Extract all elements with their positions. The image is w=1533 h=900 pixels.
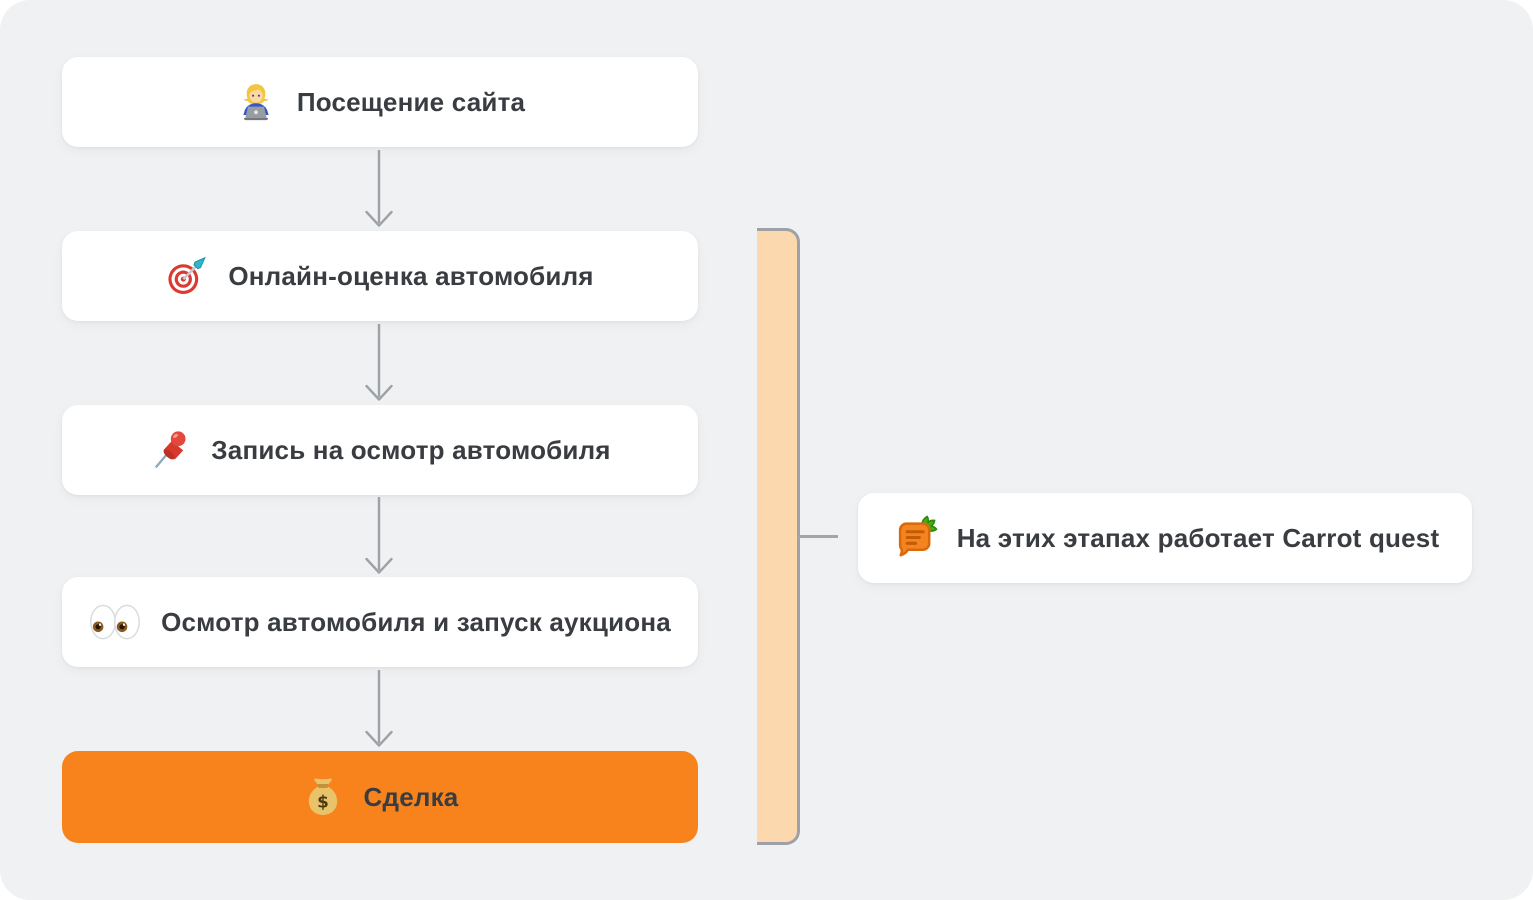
bracket-connector-line [798,535,838,538]
money-bag-icon: $ [302,776,344,818]
down-arrow-icon [365,150,393,227]
step-visit-site: Посещение сайта [62,57,698,147]
stage-bracket [757,228,800,845]
eyes-icon [89,601,141,643]
svg-text:$: $ [317,792,329,812]
step-label: Осмотр автомобиля и запуск аукциона [161,606,671,637]
down-arrow-icon [365,324,393,401]
step-inspection-booking: Запись на осмотр автомобиля [62,405,698,495]
down-arrow-icon [365,670,393,747]
step-inspection-auction: Осмотр автомобиля и запуск аукциона [62,577,698,667]
step-label: Сделка [363,781,459,812]
step-deal: $ Сделка [62,751,698,843]
step-label: Онлайн-оценка автомобиля [228,260,594,291]
technologist-icon [235,81,277,123]
step-online-evaluation: Онлайн-оценка автомобиля [62,231,698,321]
step-label: Запись на осмотр автомобиля [211,434,611,465]
carrot-quest-logo-icon [891,514,939,562]
annotation-label: На этих этапах работает Carrot quest [956,522,1440,553]
dart-target-icon [166,255,208,297]
down-arrow-icon [365,497,393,574]
annotation-card: На этих этапах работает Carrot quest [858,493,1472,583]
pushpin-icon [149,429,191,471]
step-label: Посещение сайта [296,86,526,117]
